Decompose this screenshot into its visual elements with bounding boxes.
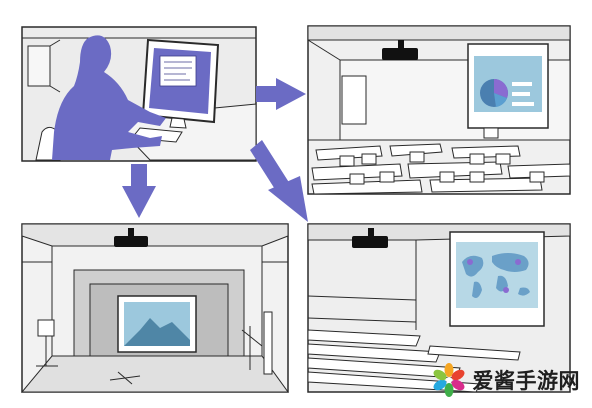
arrow-to-auditorium bbox=[122, 164, 156, 218]
watermark-text: 爱酱手游网 bbox=[472, 369, 580, 393]
ceiling-projector-icon bbox=[114, 228, 148, 247]
lecture-hall-panel bbox=[307, 223, 571, 393]
arrow-to-lecture-hall bbox=[250, 140, 308, 222]
classroom-panel bbox=[307, 25, 571, 195]
watermark: 爱酱手游网 bbox=[431, 360, 581, 400]
arrow-to-classroom bbox=[256, 78, 306, 110]
monitor-icon bbox=[141, 38, 220, 129]
pc-operator-panel bbox=[21, 26, 257, 162]
pinwheel-logo-icon bbox=[433, 363, 464, 397]
projection-screen-pie-chart bbox=[467, 43, 549, 139]
person-silhouette-icon bbox=[52, 35, 166, 161]
auditorium-panel bbox=[20, 223, 289, 393]
ceiling-projector-icon bbox=[352, 228, 388, 248]
projection-screen-world-map bbox=[449, 231, 545, 327]
projection-screen-mountain bbox=[117, 295, 197, 353]
ceiling-projector-icon bbox=[382, 40, 418, 60]
